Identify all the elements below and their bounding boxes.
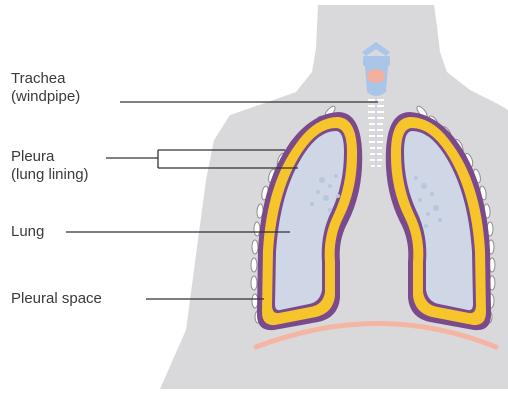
trachea-label-line2: (windpipe) (11, 88, 80, 106)
pleura-label: Pleura (lung lining) (11, 148, 89, 184)
trachea-label-line1: Trachea (11, 70, 80, 88)
lung-label: Lung (11, 223, 44, 241)
pleural-space-label: Pleural space (11, 290, 102, 308)
pleura-label-line2: (lung lining) (11, 166, 89, 184)
pleura-label-line1: Pleura (11, 148, 89, 166)
trachea-label: Trachea (windpipe) (11, 70, 80, 106)
